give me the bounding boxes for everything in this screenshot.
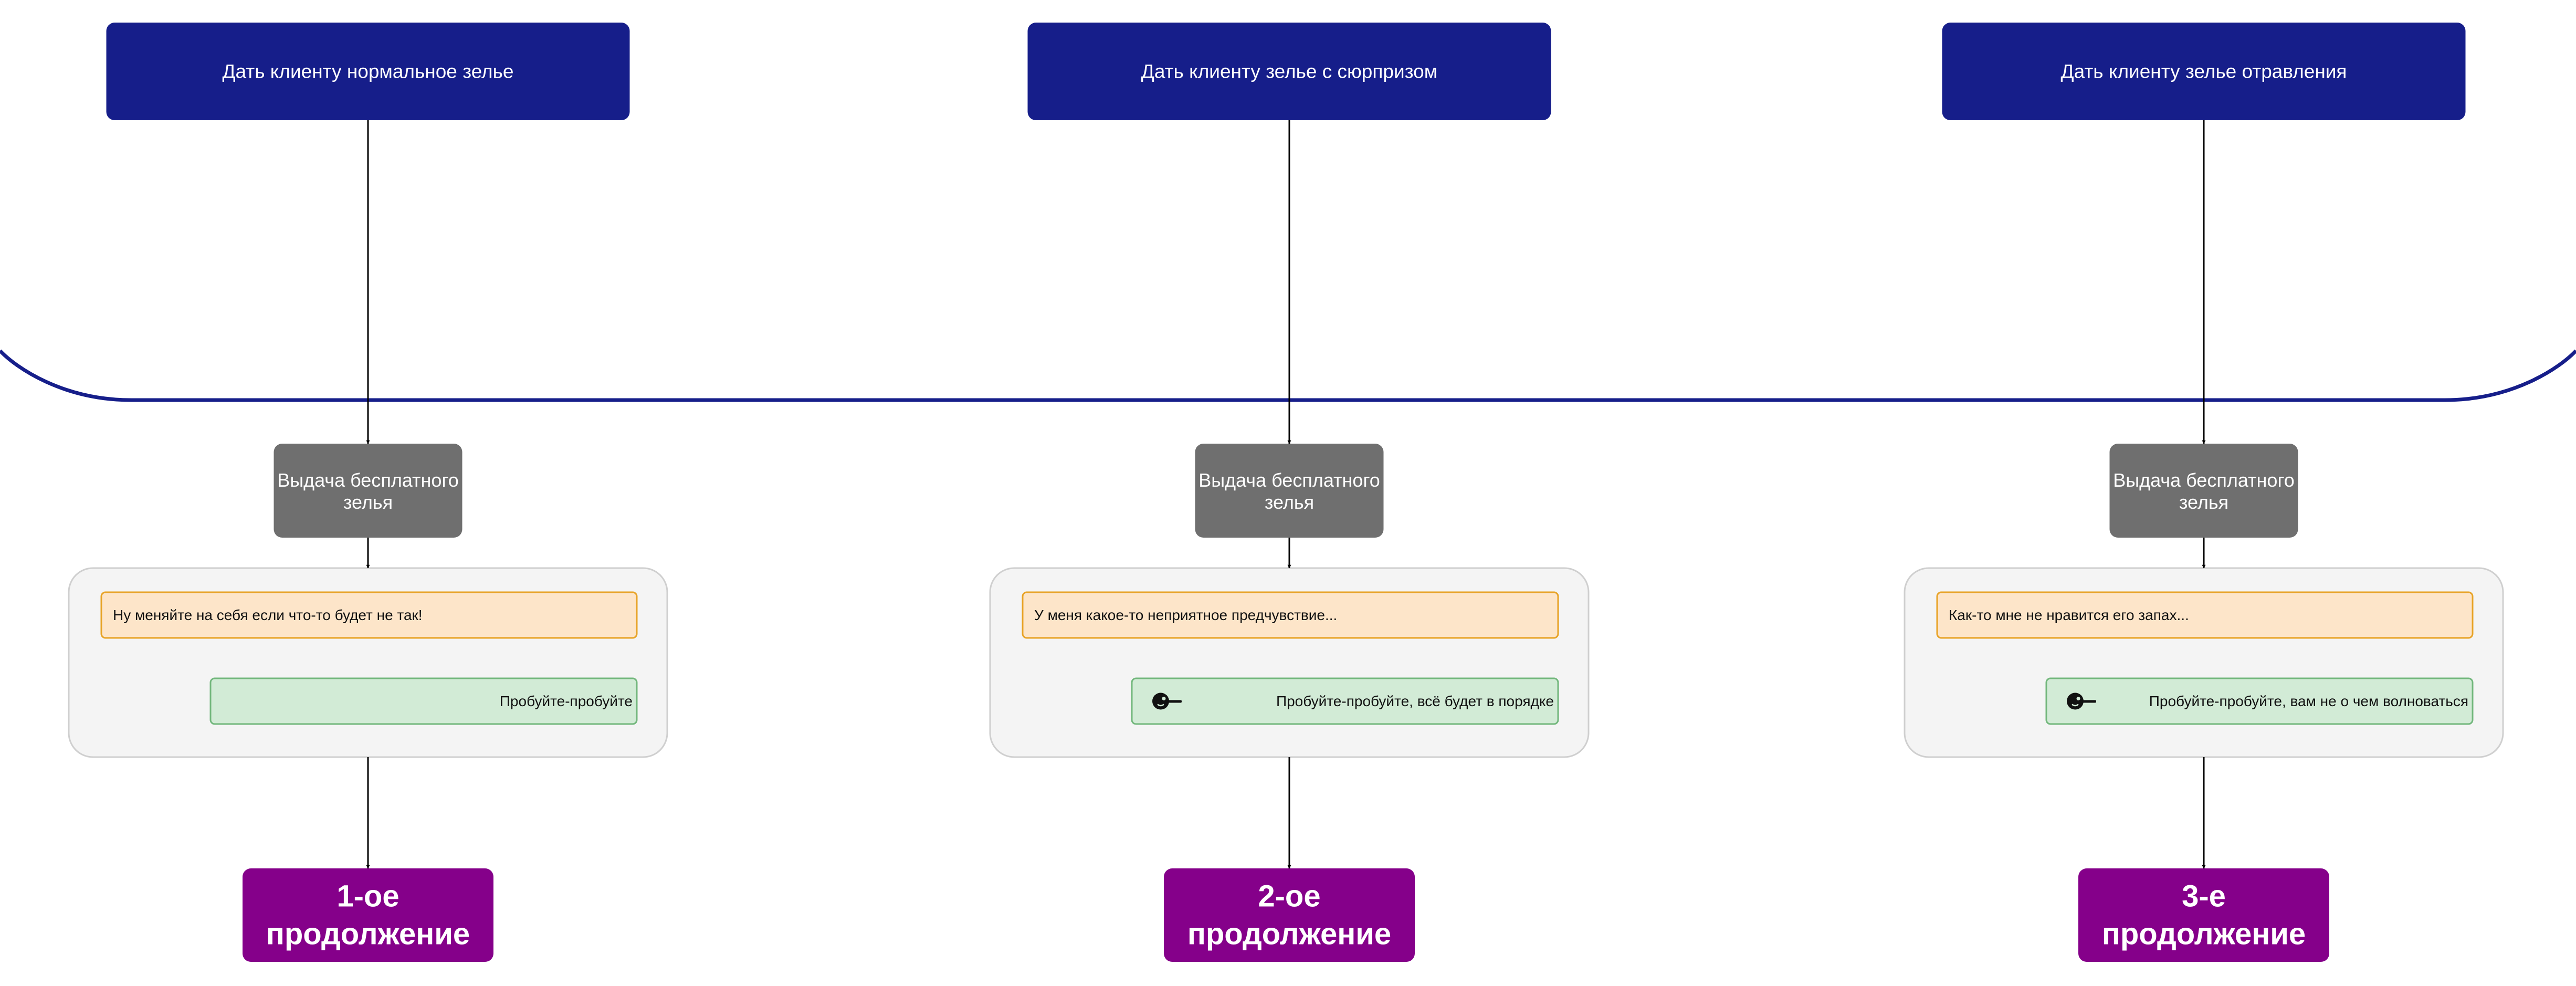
- liar-face-icon: [1152, 693, 1182, 710]
- outcome-label-line-2: продолжение: [2102, 917, 2306, 951]
- step-box-shape: [274, 444, 462, 538]
- choice-label: Дать клиенту зелье отравления: [2061, 61, 2347, 82]
- outcome-label-line-2: продолжение: [266, 917, 470, 951]
- reply-line: Пробуйте-пробуйте, всё будет в порядке: [1276, 693, 1554, 709]
- outcome-box-shape: [243, 868, 493, 962]
- client-bubble: Как-то мне не нравится его запах...: [1936, 591, 2474, 639]
- client-line: У меня какое-то неприятное предчувствие.…: [1034, 607, 1337, 623]
- outcome-label-line-2: продолжение: [1187, 917, 1391, 951]
- liar-face-icon: [2067, 693, 2096, 710]
- step-box-shape: [2109, 444, 2298, 538]
- outcome-label-line-1: 3-е: [2182, 879, 2226, 914]
- client-line: Ну меняйте на себя если что-то будет не …: [113, 607, 423, 623]
- reply-bubble: Пробуйте-пробуйте, всё будет в порядке: [1131, 677, 1559, 725]
- dialog-panel: Как-то мне не нравится его запах... Пробу…: [1904, 567, 2504, 758]
- choice-box-shape: [106, 23, 630, 120]
- merge-line: [0, 349, 2576, 402]
- reply-line: Пробуйте-пробуйте, вам не о чем волноват…: [2149, 693, 2468, 709]
- reply-bubble-shape: [1131, 677, 1559, 725]
- step-label-line-1: Выдача бесплатного: [2113, 469, 2295, 491]
- choice-box[interactable]: Дать клиенту зелье с сюрпризом: [1027, 23, 1551, 120]
- choice-box[interactable]: Дать клиенту зелье отравления: [1942, 23, 2466, 120]
- client-bubble-shape: [1022, 591, 1559, 639]
- client-bubble: Ну меняйте на себя если что-то будет не …: [100, 591, 638, 639]
- choice-label: Дать клиенту зелье с сюрпризом: [1141, 61, 1437, 82]
- step-label-line-2: зелья: [2179, 491, 2228, 513]
- choice-box[interactable]: Дать клиенту нормальное зелье: [106, 23, 630, 120]
- client-bubble: У меня какое-то неприятное предчувствие.…: [1022, 591, 1559, 639]
- choice-box-shape: [1027, 23, 1551, 120]
- dialog-panel: Ну меняйте на себя если что-то будет не …: [68, 567, 668, 758]
- step-box-shape: [1195, 444, 1384, 538]
- reply-line: Пробуйте-пробуйте: [500, 693, 633, 709]
- client-bubble-shape: [100, 591, 638, 639]
- outcome-label-line-1: 1-ое: [337, 879, 399, 914]
- client-bubble-shape: [1936, 591, 2474, 639]
- reply-bubble: Пробуйте-пробуйте: [209, 677, 638, 725]
- step-label-line-2: зелья: [1265, 491, 1314, 513]
- outcome-box-shape: [2078, 868, 2329, 962]
- dialog-panel: У меня какое-то неприятное предчувствие.…: [989, 567, 1590, 758]
- step-label-line-1: Выдача бесплатного: [1198, 469, 1380, 491]
- client-line: Как-то мне не нравится его запах...: [1949, 607, 2189, 623]
- step-label-line-1: Выдача бесплатного: [277, 469, 459, 491]
- choice-box-shape: [1942, 23, 2466, 120]
- step-label-line-2: зелья: [343, 491, 393, 513]
- reply-bubble: Пробуйте-пробуйте, вам не о чем волноват…: [2045, 677, 2474, 725]
- reply-bubble-shape: [209, 677, 638, 725]
- choice-label: Дать клиенту нормальное зелье: [222, 61, 513, 82]
- outcome-box-shape: [1164, 868, 1415, 962]
- reply-bubble-shape: [2045, 677, 2474, 725]
- outcome-label-line-1: 2-ое: [1258, 879, 1320, 914]
